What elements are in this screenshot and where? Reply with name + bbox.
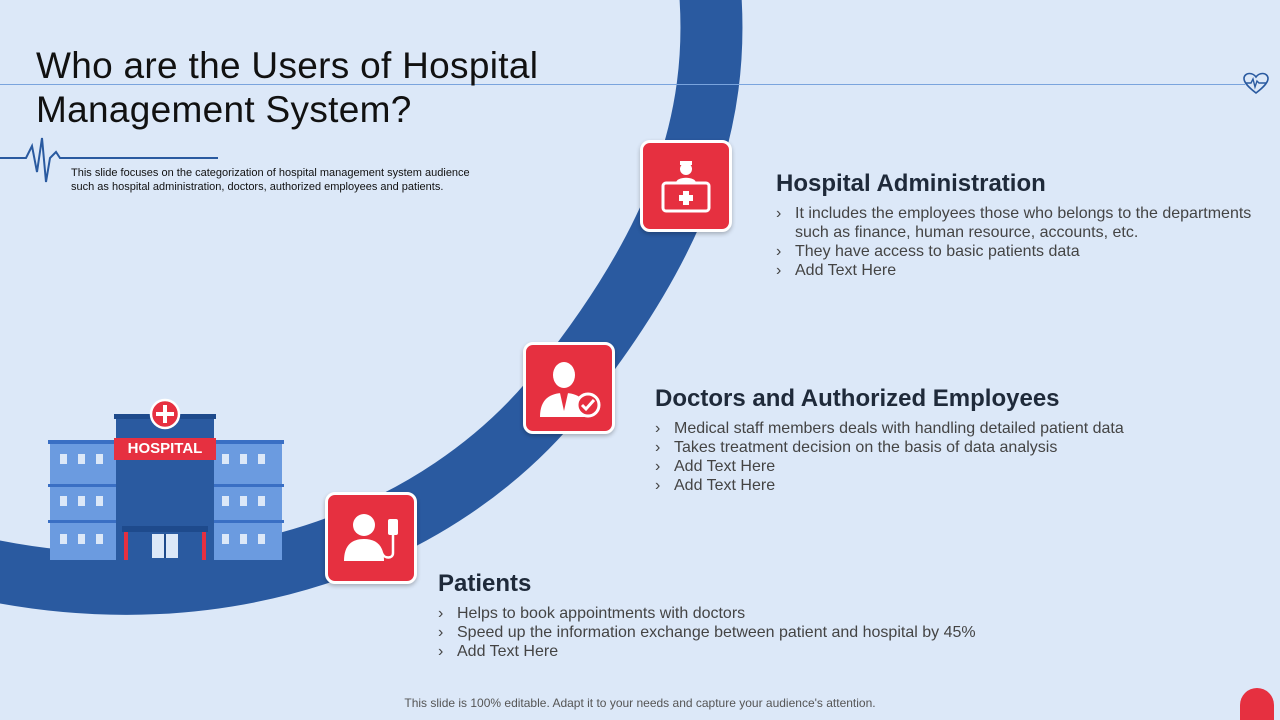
chevron-right-icon: › [655,457,660,476]
page-title: Who are the Users of Hospital Management… [36,44,538,132]
list-item: ›Helps to book appointments with doctors [438,604,1058,623]
chevron-right-icon: › [776,261,781,280]
doctor-check-icon [526,345,612,431]
hospital-sign: HOSPITAL [114,440,216,458]
chevron-right-icon: › [438,623,443,642]
hospital-administration-tile [640,140,732,232]
list-item: ›They have access to basic patients data [776,242,1256,261]
list-item: ›Speed up the information exchange betwe… [438,623,1058,642]
list-item: ›Add Text Here [655,457,1215,476]
chevron-right-icon: › [438,642,443,661]
slide-description: This slide focuses on the categorization… [71,166,471,194]
hospital-building-icon [48,398,284,560]
chevron-right-icon: › [655,476,660,495]
list-item: ›Takes treatment decision on the basis o… [655,438,1215,457]
section-doctors-employees: Doctors and Authorized Employees ›Medica… [655,385,1215,495]
chevron-right-icon: › [438,604,443,623]
reception-desk-icon [643,143,729,229]
title-line-2: Management System? [36,88,538,132]
list-item: ›Medical staff members deals with handli… [655,419,1215,438]
patients-tile [325,492,417,584]
chevron-right-icon: › [655,419,660,438]
doctors-employees-tile [523,342,615,434]
list-item: ›Add Text Here [655,476,1215,495]
section-hospital-administration: Hospital Administration ›It includes the… [776,170,1256,280]
chevron-right-icon: › [776,204,781,223]
corner-accent [1240,688,1274,720]
title-line-1: Who are the Users of Hospital [36,44,538,88]
section-heading: Patients [438,570,1058,598]
footer-note: This slide is 100% editable. Adapt it to… [0,696,1280,710]
list-item: ›Add Text Here [438,642,1058,661]
list-item: ›It includes the employees those who bel… [776,204,1256,242]
chevron-right-icon: › [776,242,781,261]
section-heading: Doctors and Authorized Employees [655,385,1215,413]
chevron-right-icon: › [655,438,660,457]
section-patients: Patients ›Helps to book appointments wit… [438,570,1058,661]
list-item: ›Add Text Here [776,261,1256,280]
section-heading: Hospital Administration [776,170,1256,198]
heartbeat-icon [1243,72,1269,96]
patient-iv-icon [328,495,414,581]
